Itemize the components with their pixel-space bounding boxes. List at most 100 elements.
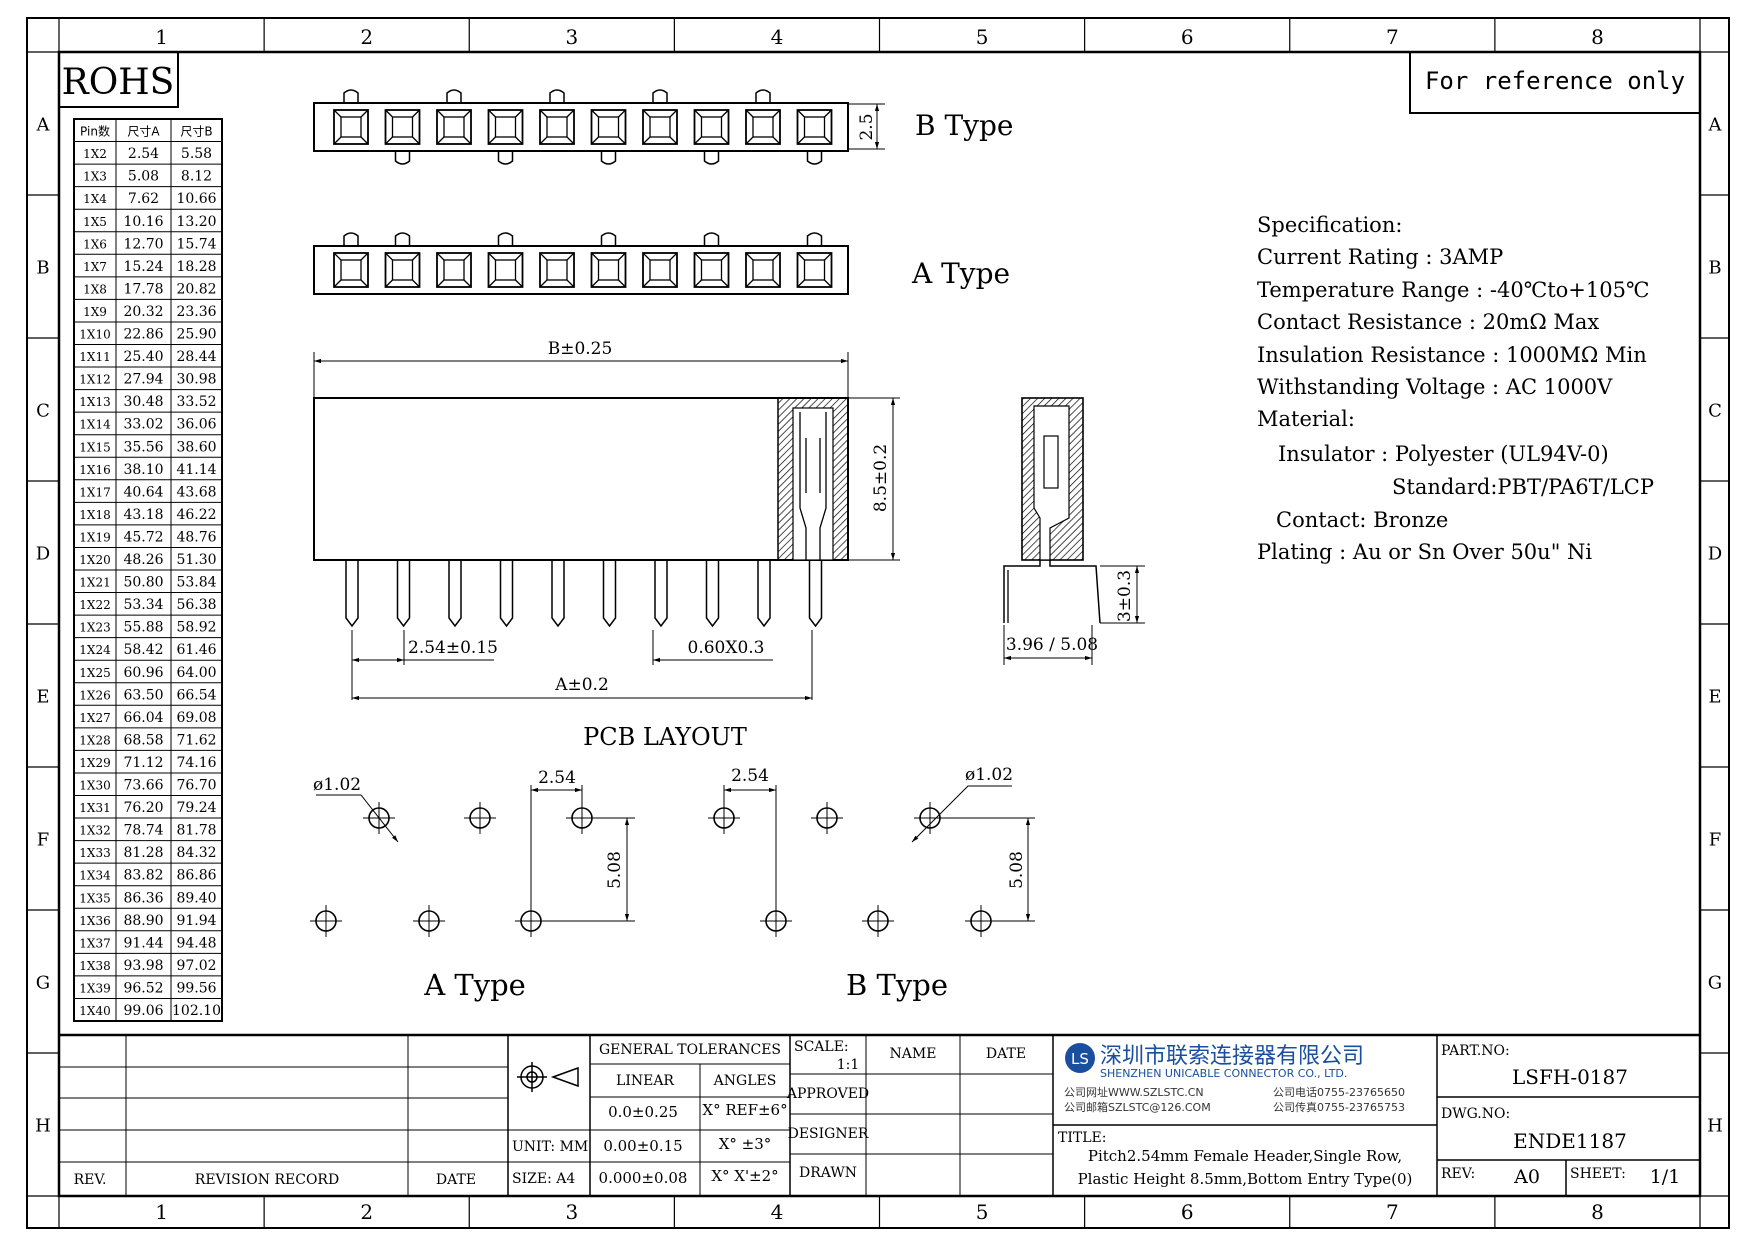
row-label-right: F [1709, 830, 1722, 851]
cavity [384, 252, 421, 288]
cavity-corner [618, 279, 626, 288]
size-table-cell: 25.40 [123, 349, 163, 365]
cavity-corner [360, 252, 369, 261]
size-table-cell: 18.28 [176, 259, 216, 275]
size-table-cell: 1X3 [83, 170, 107, 184]
pin-tab [394, 151, 411, 165]
size-table-cell: 1X34 [79, 869, 111, 883]
housing-outline [313, 245, 849, 295]
column-label-top: 2 [360, 25, 373, 49]
cavity-corner [385, 252, 393, 261]
column-label-bottom: 6 [1181, 1200, 1194, 1224]
tol-angle-3: X° X'±2° [711, 1167, 778, 1185]
rohs-label: ROHS [62, 62, 175, 103]
cavity-corner [618, 109, 626, 118]
linear-header: LINEAR [616, 1073, 674, 1089]
tol-linear-3: 0.000±0.08 [599, 1169, 688, 1187]
column-label-top: 7 [1386, 25, 1399, 49]
cavity-corner [412, 109, 420, 118]
size-table-cell: 48.26 [123, 552, 163, 568]
drawn-label: DRAWN [799, 1165, 857, 1181]
size-table-cell: 1X4 [83, 192, 107, 206]
spec-voltage: Withstanding Voltage : AC 1000V [1257, 375, 1613, 399]
cavity-corner [669, 109, 678, 118]
cavity-corner [385, 136, 393, 145]
tol-linear-1: 0.0±0.25 [608, 1103, 678, 1121]
size-table-cell: 1X40 [79, 1004, 110, 1018]
name-header: NAME [890, 1046, 937, 1062]
pcb-title: PCB LAYOUT [583, 723, 747, 751]
cavity-inner [597, 116, 620, 138]
size-table-cell: 1X5 [83, 215, 107, 229]
size-table-cell: 88.90 [123, 913, 163, 929]
pin [448, 560, 462, 628]
size-table-cell: 15.74 [176, 236, 216, 252]
size-table-cell: 33.02 [123, 417, 163, 433]
size-table-cell: 5.08 [128, 169, 159, 185]
cavity-inner [546, 116, 568, 138]
designer-label: DESIGNER [788, 1126, 869, 1142]
size-table-header: 尺寸B [180, 125, 212, 139]
dim-tail-label: 3±0.3 [1115, 570, 1135, 622]
cavity-corner [694, 109, 702, 118]
cavity-corner [721, 252, 729, 261]
angles-header: ANGLES [713, 1073, 777, 1089]
cavity-corner [642, 136, 651, 145]
part-no-label: PART.NO: [1441, 1043, 1510, 1059]
size-table-cell: 5.58 [181, 146, 212, 162]
cavity-inner [803, 116, 826, 138]
pin-tab [549, 89, 565, 103]
tol-angle-1: X° REF±6° [702, 1101, 787, 1119]
cavity-corner [436, 279, 445, 288]
size-table-cell: 1X15 [79, 440, 110, 454]
rev-label: REV: [1441, 1166, 1475, 1182]
size-table-cell: 58.92 [176, 620, 216, 636]
cavity [796, 109, 833, 145]
size-table-cell: 40.64 [123, 484, 163, 500]
cavity-inner [700, 259, 723, 281]
size-table-cell: 63.50 [123, 687, 163, 703]
cavity-inner [494, 259, 517, 281]
cavity [590, 109, 627, 145]
pin-tab [806, 151, 823, 165]
pin [808, 560, 823, 628]
cavity-corner [463, 109, 472, 118]
cavity-corner [797, 252, 805, 261]
row-label-left: G [36, 973, 50, 994]
pin-tab [394, 232, 411, 246]
cavity-corner [772, 279, 781, 288]
dwg-no-value: ENDE1187 [1513, 1129, 1627, 1153]
size-table-cell: 1X30 [79, 779, 110, 793]
pin [757, 560, 771, 628]
cavity-corner [772, 252, 781, 261]
cavity-corner [797, 279, 805, 288]
size-table-cell: 1X38 [79, 959, 110, 973]
dim-pin-label: 0.60X0.3 [688, 638, 765, 658]
cavity [539, 109, 575, 145]
size-table-cell: 7.62 [128, 191, 159, 207]
size-table-cell: 102.10 [172, 1003, 221, 1019]
size-table-cell: 66.54 [176, 687, 216, 703]
cavity-corner [488, 252, 496, 261]
contact-profile [799, 412, 827, 560]
size-table-cell: 99.56 [176, 980, 216, 996]
column-label-bottom: 8 [1591, 1200, 1604, 1224]
pcb-b-label: B Type [846, 968, 948, 1002]
dim-height-label: 8.5±0.2 [871, 444, 891, 512]
cavity-inner [700, 116, 723, 138]
size-table-cell: 64.00 [176, 665, 216, 681]
cavity [436, 109, 472, 145]
cavity-corner [566, 109, 575, 118]
row-label-right: B [1708, 258, 1721, 279]
cavity-corner [721, 279, 729, 288]
size-table-cell: 1X16 [79, 463, 110, 477]
cavity-inner [340, 116, 362, 138]
size-table-cell: 10.66 [176, 191, 216, 207]
column-label-bottom: 1 [155, 1200, 168, 1224]
spec-plating: Plating : Au or Sn Over 50u" Ni [1257, 540, 1592, 564]
size-table-cell: 58.42 [123, 642, 163, 658]
column-label-top: 5 [976, 25, 989, 49]
dwg-no-label: DWG.NO: [1441, 1106, 1510, 1122]
cavity-corner [488, 109, 496, 118]
cavity [539, 252, 575, 288]
